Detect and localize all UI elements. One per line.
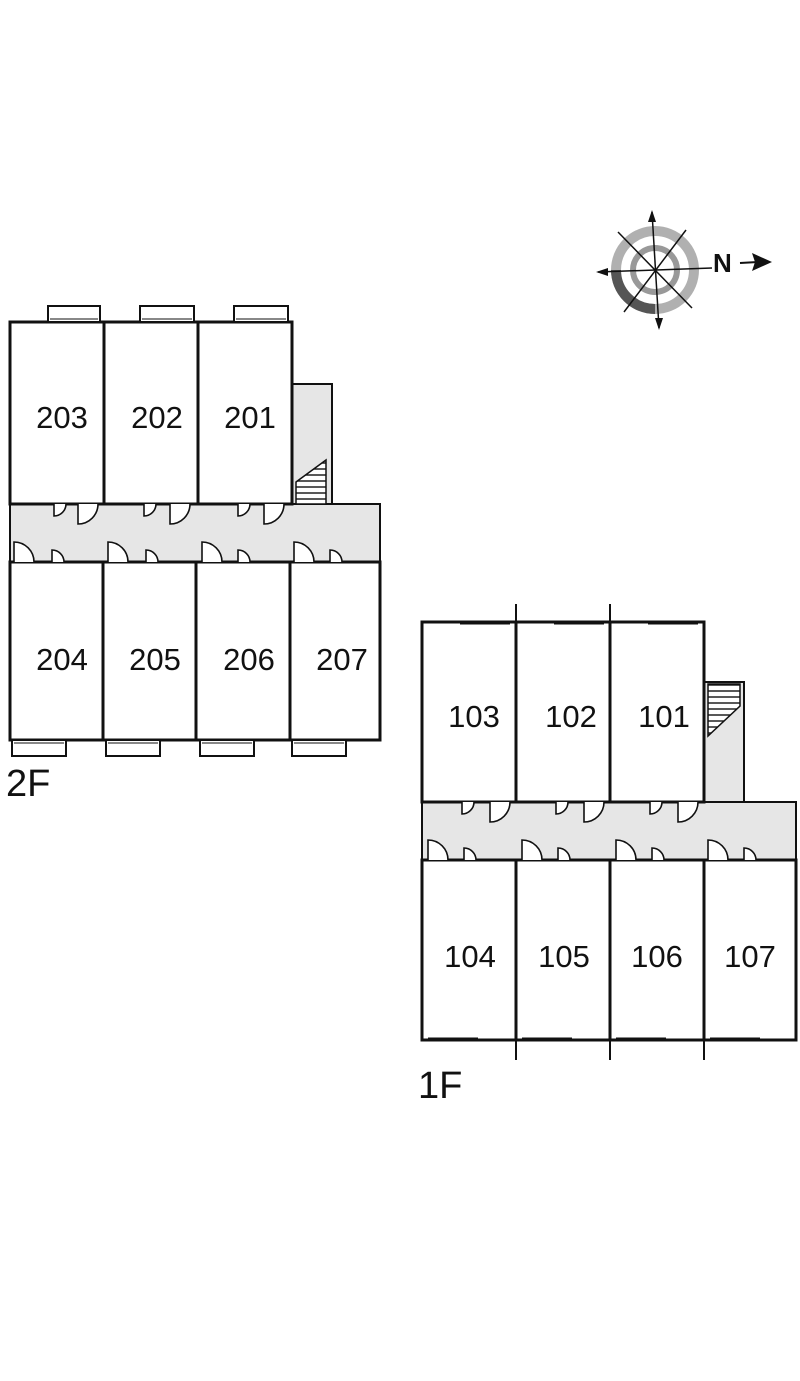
unit-label: 104 [444, 939, 496, 974]
compass-north-label: N [713, 248, 732, 278]
unit-201: 201 [196, 320, 294, 506]
door-icon [463, 847, 477, 861]
unit-label: 107 [724, 939, 776, 974]
staircase-2f [295, 458, 327, 505]
door-icon [169, 503, 191, 525]
balcony [105, 739, 161, 757]
door-icon [521, 839, 543, 861]
unit-label: 204 [36, 642, 88, 677]
door-icon [143, 503, 157, 517]
floor-2f: 203 202 201 204 205 206 207 [6, 305, 382, 805]
compass-icon: N [596, 210, 772, 330]
balcony [47, 305, 101, 323]
door-icon [489, 801, 511, 823]
door-icon [743, 847, 757, 861]
door-icon [237, 503, 251, 517]
door-icon [649, 801, 663, 815]
unit-label: 101 [638, 699, 690, 734]
unit-104: 104 [420, 858, 518, 1042]
floor-label-1f: 1F [418, 1065, 462, 1107]
unit-label: 207 [316, 642, 368, 677]
unit-103: 103 [420, 620, 518, 804]
door-icon [293, 541, 315, 563]
staircase-1f [707, 683, 741, 738]
door-icon [707, 839, 729, 861]
door-icon [13, 541, 35, 563]
door-icon [651, 847, 665, 861]
balcony [199, 739, 255, 757]
door-icon [201, 541, 223, 563]
door-icon [107, 541, 129, 563]
door-icon [677, 801, 699, 823]
door-icon [77, 503, 99, 525]
unit-207: 207 [288, 560, 382, 742]
unit-label: 103 [448, 699, 500, 734]
door-icon [53, 503, 67, 517]
door-icon [427, 839, 449, 861]
door-icon [329, 549, 343, 563]
unit-106: 106 [608, 858, 706, 1042]
unit-102: 102 [514, 620, 612, 804]
unit-204: 204 [8, 560, 105, 742]
unit-206: 206 [194, 560, 292, 742]
unit-label: 106 [631, 939, 683, 974]
door-icon [51, 549, 65, 563]
door-icon [237, 549, 251, 563]
balcony [233, 305, 289, 323]
floor-label-2f: 2F [6, 763, 50, 805]
unit-label: 201 [224, 400, 276, 435]
door-icon [615, 839, 637, 861]
door-icon [263, 503, 285, 525]
balcony [139, 305, 195, 323]
door-icon [555, 801, 569, 815]
unit-202: 202 [102, 320, 200, 506]
unit-label: 102 [545, 699, 597, 734]
unit-105: 105 [514, 858, 612, 1042]
balcony [291, 739, 347, 757]
door-icon [461, 801, 475, 815]
unit-203: 203 [8, 320, 106, 506]
balcony [11, 739, 67, 757]
unit-107: 107 [702, 858, 798, 1042]
unit-label: 203 [36, 400, 88, 435]
floor-1f: 103 102 101 104 105 106 [418, 604, 798, 1107]
door-icon [145, 549, 159, 563]
unit-label: 206 [223, 642, 275, 677]
unit-101: 101 [608, 620, 706, 804]
unit-label: 205 [129, 642, 181, 677]
unit-label: 202 [131, 400, 183, 435]
unit-label: 105 [538, 939, 590, 974]
unit-205: 205 [101, 560, 198, 742]
door-icon [583, 801, 605, 823]
door-icon [557, 847, 571, 861]
